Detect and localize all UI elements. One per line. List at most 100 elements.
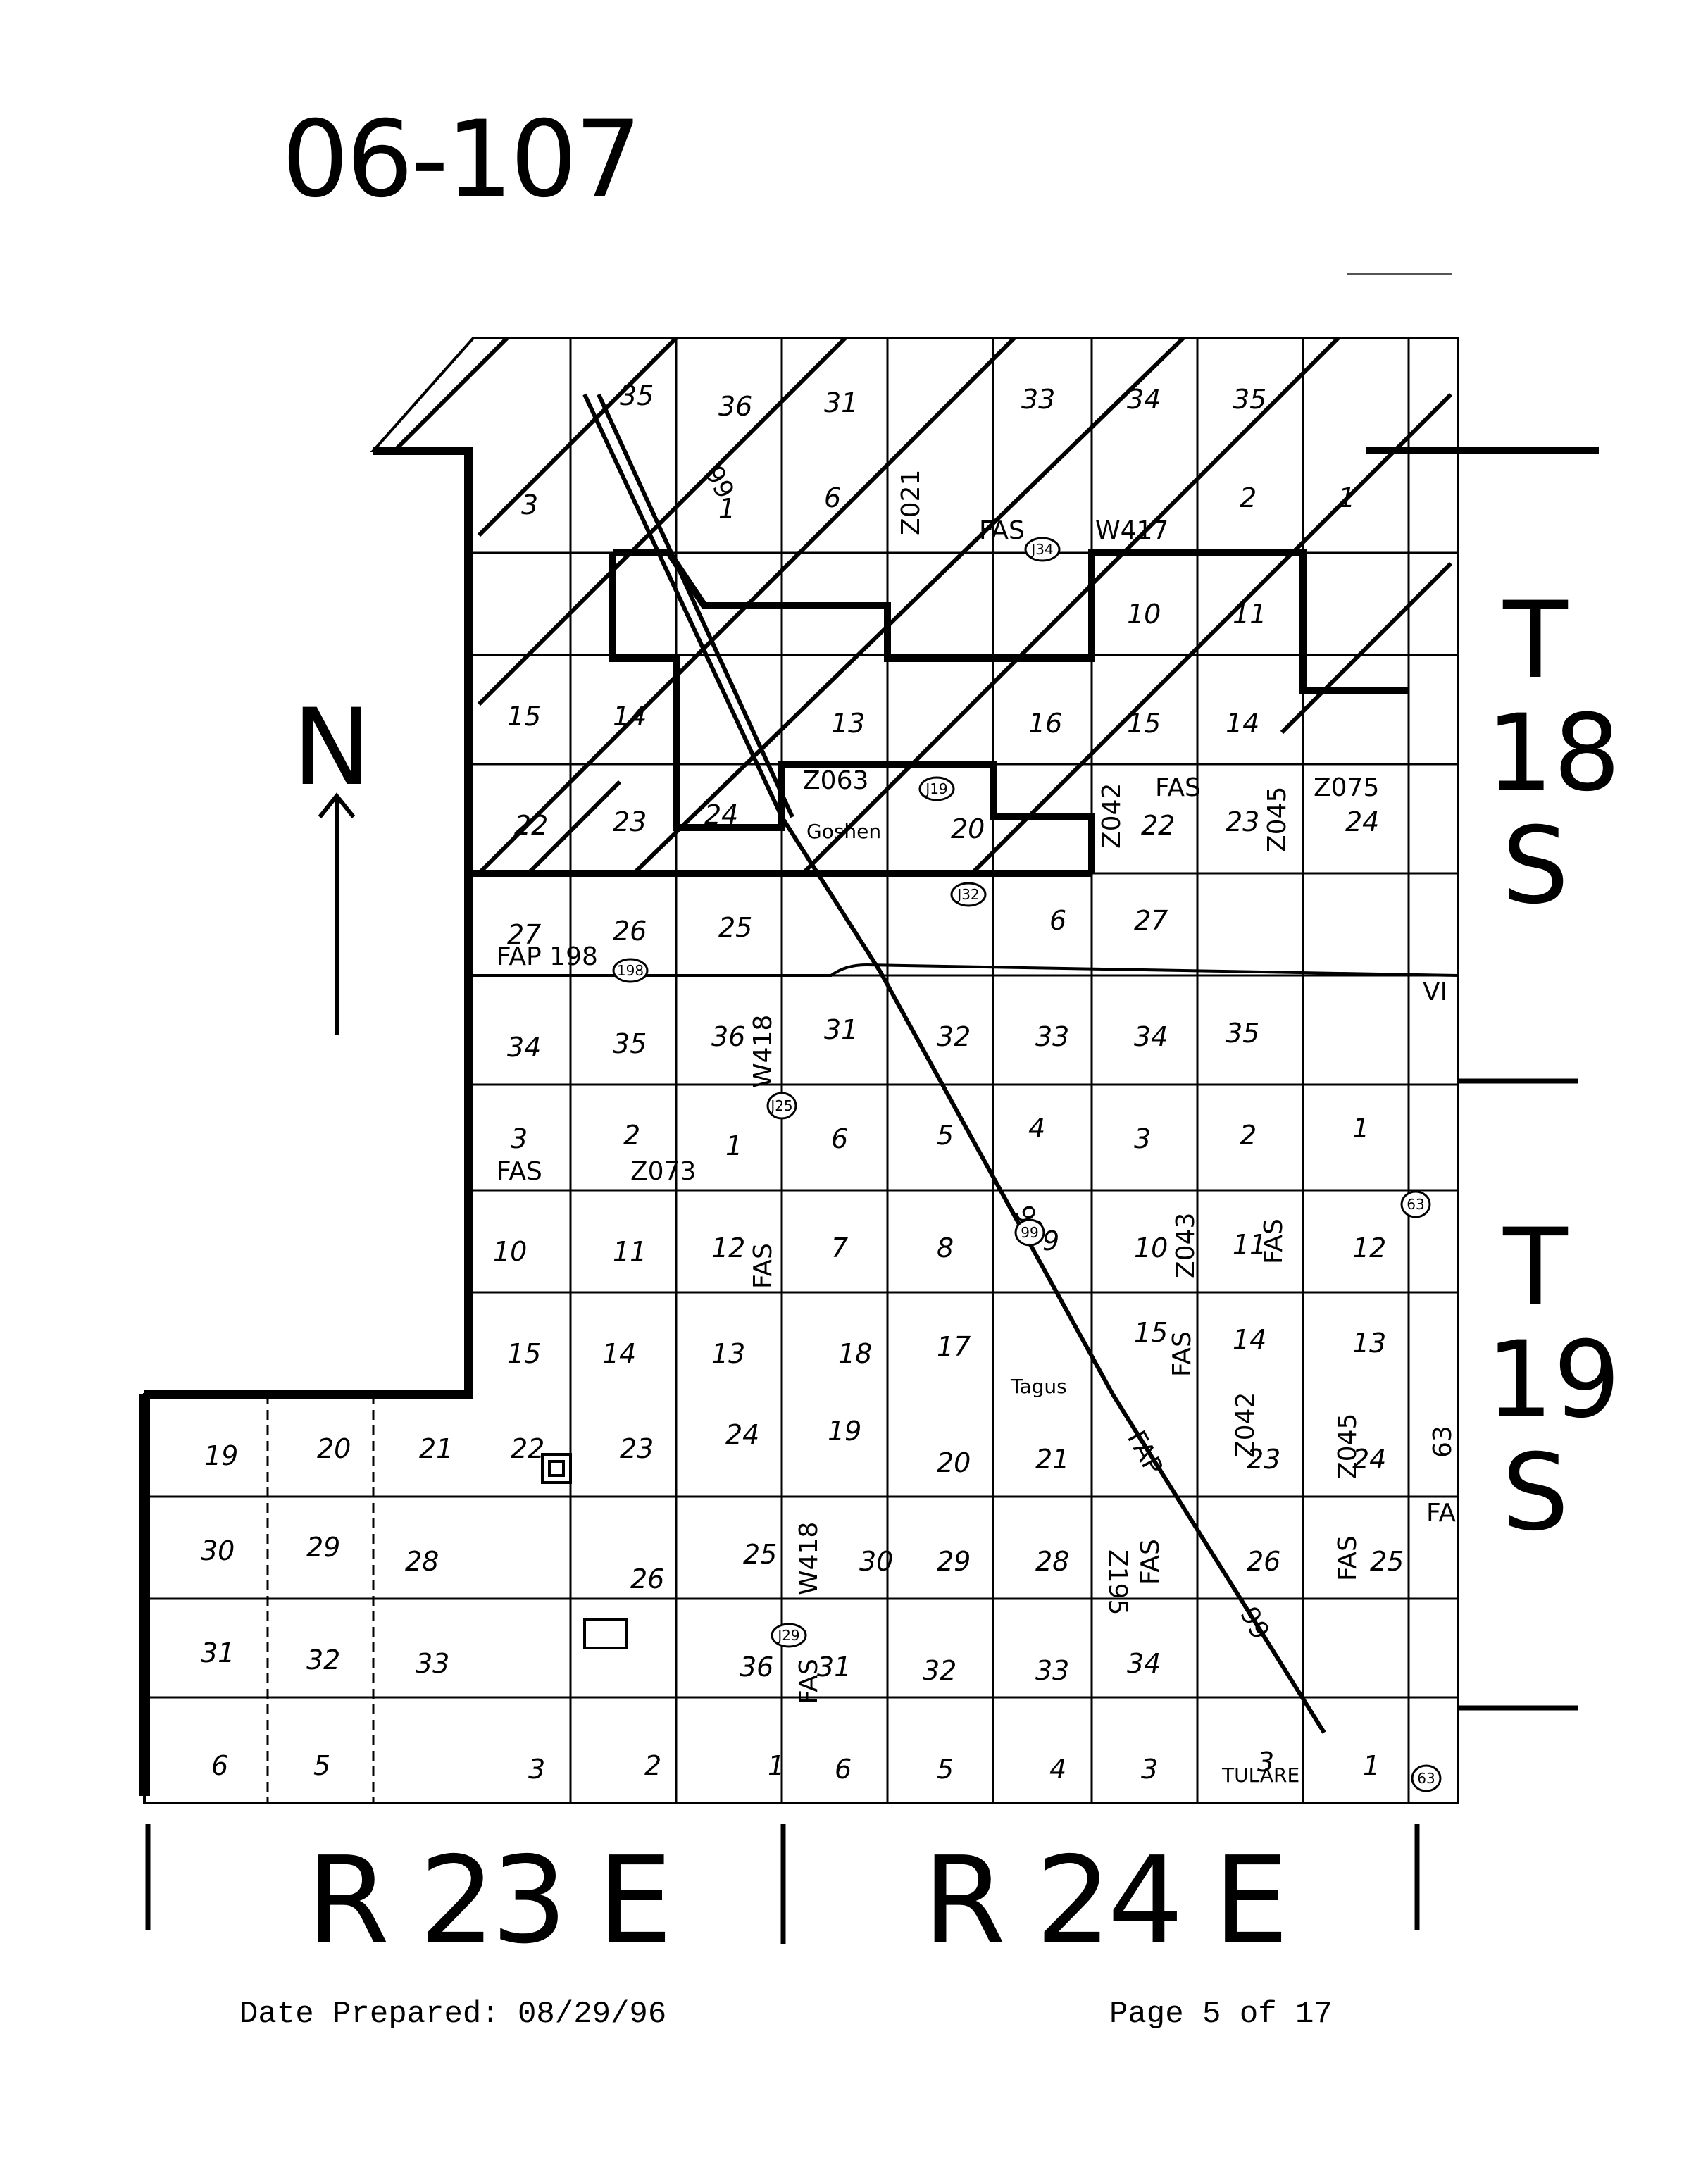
- section-label: 14: [1226, 708, 1259, 739]
- sections-t19: 3 2 1 6 5 4 3 2 1 10 11 12 7 8 9 10 11 1…: [201, 1113, 1404, 1785]
- section-label: 17: [937, 1331, 971, 1362]
- section-label: 24: [704, 799, 738, 830]
- section-label: 24: [725, 1419, 759, 1450]
- date-prepared-value: 08/29/96: [518, 1997, 667, 2032]
- section-label: 2: [623, 1120, 640, 1151]
- place-names: Goshen Tagus TULARE: [806, 820, 1299, 1787]
- section-label: 5: [313, 1750, 330, 1781]
- route-label: Z045: [1333, 1414, 1362, 1479]
- section-label: 34: [1127, 1648, 1161, 1679]
- section-label: 18: [838, 1338, 872, 1369]
- route-label: FAS: [497, 1157, 542, 1186]
- section-label: 30: [201, 1535, 235, 1566]
- section-label: 35: [1233, 384, 1266, 415]
- section-label: 29: [937, 1546, 971, 1577]
- route-label: Z063: [803, 766, 868, 795]
- route-shield-labels: J34 J19 J32 198 J25 99 63 J29 63: [617, 541, 1435, 1787]
- section-label: 14: [613, 701, 647, 732]
- township-s-letter: S: [1502, 1432, 1569, 1554]
- section-label: 10: [1134, 1233, 1168, 1263]
- section-label: 10: [493, 1236, 527, 1267]
- section-label: 33: [1035, 1655, 1069, 1686]
- section-label: 4: [1028, 1113, 1045, 1144]
- section-label: 23: [1226, 806, 1259, 837]
- route-label: W418: [749, 1015, 778, 1088]
- section-label: 30: [859, 1546, 893, 1577]
- route-label: FAS: [1333, 1535, 1362, 1581]
- landmark-icons: [541, 1453, 628, 1649]
- place-label-tagus: Tagus: [1010, 1375, 1067, 1398]
- section-label: 1: [718, 493, 735, 524]
- route-label: FAS: [1155, 773, 1201, 802]
- section-label: 3: [1141, 1754, 1158, 1785]
- section-label: 6: [1049, 905, 1066, 936]
- section-label: 24: [1345, 806, 1379, 837]
- section-label: 31: [824, 387, 858, 418]
- section-label: 26: [1247, 1546, 1280, 1577]
- route-label: W418: [794, 1522, 823, 1595]
- section-label: 35: [620, 380, 654, 411]
- north-label: N: [292, 687, 372, 809]
- section-label: 12: [1352, 1233, 1386, 1263]
- route-label: FAS: [979, 516, 1025, 545]
- route-labels: FAP 198 FAS W417 Z021 Z063 FAS Z075 Z042…: [497, 461, 1457, 1704]
- route-label: Z045: [1263, 787, 1292, 852]
- section-label: 34: [1134, 1021, 1168, 1052]
- section-label: 3: [511, 1123, 528, 1154]
- section-label: 13: [831, 708, 865, 739]
- landmark-icon-north: [541, 1453, 572, 1484]
- shield-label: 198: [617, 962, 644, 979]
- route-label: Z073: [630, 1157, 696, 1186]
- section-label: 11: [1233, 1229, 1266, 1260]
- township-number: 19: [1486, 1319, 1621, 1442]
- section-label: 15: [1127, 708, 1161, 739]
- route-label: VI: [1423, 978, 1447, 1006]
- shield-label: J25: [769, 1097, 792, 1114]
- section-label: 9: [1042, 1225, 1059, 1256]
- section-label: 8: [937, 1233, 954, 1263]
- section-label: 5: [937, 1754, 954, 1785]
- section-label: 11: [613, 1236, 647, 1267]
- section-label: 28: [1035, 1546, 1069, 1577]
- section-label: 13: [1352, 1328, 1386, 1359]
- section-label: 21: [419, 1433, 453, 1464]
- route-label: Z075: [1314, 773, 1379, 802]
- section-label: 14: [602, 1338, 636, 1369]
- section-label: 33: [1021, 384, 1055, 415]
- section-label: 3: [521, 489, 538, 520]
- section-label: 23: [1247, 1444, 1280, 1475]
- section-label: 5: [937, 1120, 954, 1151]
- section-label: 27: [1134, 905, 1168, 936]
- route-label: FA: [1426, 1499, 1456, 1528]
- stray-scan-mark: [1347, 273, 1452, 275]
- section-label: 31: [817, 1652, 851, 1683]
- route-label: FAS: [1168, 1331, 1197, 1377]
- section-label: 36: [740, 1652, 773, 1683]
- section-label: 36: [711, 1021, 745, 1052]
- section-label: 29: [306, 1532, 340, 1563]
- section-label: 20: [951, 813, 985, 844]
- section-label: 20: [317, 1433, 351, 1464]
- section-label: 1: [1352, 1113, 1369, 1144]
- range-24e: R 24 E: [923, 1831, 1289, 1971]
- section-label: 26: [630, 1564, 664, 1595]
- shield-label: J32: [956, 886, 979, 903]
- section-label: 1: [725, 1130, 742, 1161]
- shield-label: 99: [1021, 1224, 1038, 1241]
- township-t-letter: T: [1503, 1206, 1568, 1329]
- section-label: 6: [824, 482, 841, 513]
- route-label: Z043: [1171, 1213, 1200, 1278]
- route-label: FAS: [749, 1243, 778, 1289]
- page-number: Page 5 of 17: [1109, 1997, 1333, 2032]
- shield-label: 63: [1407, 1196, 1424, 1213]
- section-label: 33: [1035, 1021, 1069, 1052]
- section-label: 3: [1134, 1123, 1151, 1154]
- hatched-area: [392, 336, 1453, 875]
- map-outline: [139, 337, 1459, 1804]
- section-label: 2: [644, 1750, 661, 1781]
- section-label: 14: [1233, 1324, 1266, 1355]
- section-label: 34: [507, 1032, 541, 1063]
- place-label-tulare: TULARE: [1221, 1764, 1299, 1787]
- section-label: 1: [1363, 1750, 1380, 1781]
- section-label: 16: [1028, 708, 1062, 739]
